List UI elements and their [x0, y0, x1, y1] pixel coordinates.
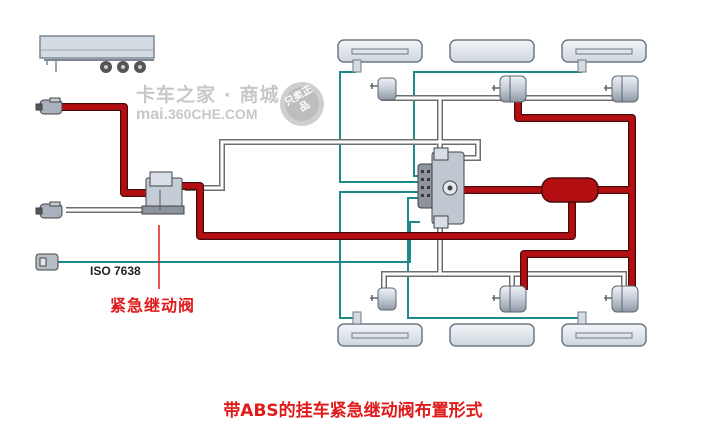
brake-chambers: [370, 75, 639, 313]
watermark-badge-icon: [280, 82, 324, 126]
brake-chamber-bottom-middle: [492, 285, 527, 313]
figure-caption: 带ABS的挂车紧急继动阀布置形式: [223, 401, 483, 421]
watermark-en-main: mai.: [136, 106, 169, 123]
pressure-lines: [62, 102, 636, 290]
wheel-top-left: [337, 39, 423, 63]
wheel-bottom-middle: [449, 323, 535, 347]
wheel-speed-sensors: [352, 59, 587, 325]
sensor-bottom-right: [577, 311, 587, 325]
brake-chamber-top-middle: [492, 75, 527, 103]
tone-rings: [351, 48, 633, 339]
wheels: [337, 39, 647, 347]
watermark-en-domain: 360CHE.COM: [168, 106, 258, 122]
air-reservoir: [541, 177, 599, 203]
semi-trailer-icon: [39, 35, 155, 73]
iso-7638-label: ISO 7638: [90, 264, 141, 278]
abs-modulator: [417, 147, 465, 229]
sensor-top-left: [352, 59, 362, 73]
emergency-relay-valve: [141, 171, 185, 215]
control-coupling-head: [35, 201, 63, 219]
wheel-top-right: [561, 39, 647, 63]
supply-coupling-head: [35, 97, 63, 115]
sensor-top-right: [577, 59, 587, 73]
electric-lines: [58, 71, 582, 319]
brake-chamber-top-right: [604, 75, 639, 103]
watermark-cn: 卡车之家 · 商城: [136, 84, 280, 106]
brake-chamber-bottom-right: [604, 285, 639, 313]
brake-chamber-top-left: [370, 77, 397, 101]
emergency-relay-valve-label: 紧急继动阀: [110, 296, 196, 315]
wheel-bottom-left: [337, 323, 423, 347]
iso-7638-connector: [35, 253, 59, 271]
sensor-bottom-left: [352, 311, 362, 325]
wheel-bottom-right: [561, 323, 647, 347]
watermark-en: mai.360CHE.COM: [136, 106, 257, 124]
brake-chamber-bottom-left: [370, 287, 397, 311]
wheel-top-middle: [449, 39, 535, 63]
